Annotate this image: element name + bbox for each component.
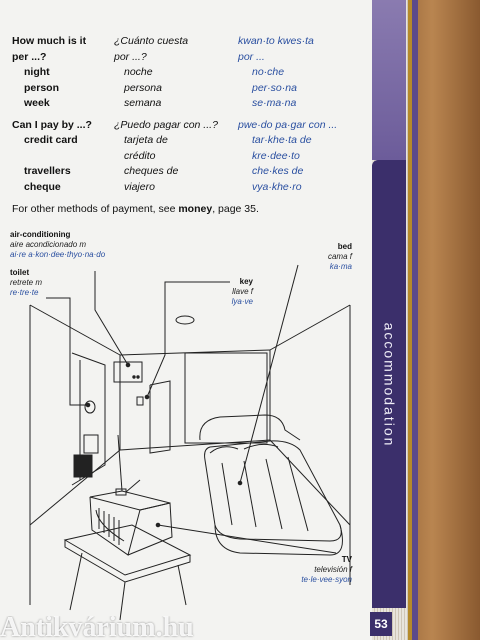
section-tab-title: accommodation	[381, 322, 398, 448]
label-key-pr: lya·ve	[231, 297, 253, 306]
note-link: money	[178, 203, 213, 215]
phrase-row: night noche no·che	[12, 65, 372, 81]
label-bed-pr: ka·ma	[329, 262, 352, 271]
phrase-english: travellers	[24, 165, 71, 177]
note-prefix: For other methods of payment, see	[12, 203, 179, 215]
section-tab	[372, 160, 406, 608]
phrase-english	[12, 149, 114, 165]
phrase-pronunciation: vya·khe·ro	[252, 180, 302, 193]
payment-note: For other methods of payment, see money,…	[12, 203, 259, 215]
phrase-spanish: semana	[124, 97, 162, 109]
phrase-english: How much is it	[12, 35, 87, 47]
note-suffix: , page 35.	[212, 203, 259, 215]
phrase-row: travellers cheques de che·kes de	[12, 164, 372, 180]
label-key-en: key	[239, 277, 253, 286]
phrase-row: How much is it ¿Cuánto cuesta kwan·to kwes…	[12, 34, 372, 50]
phrase-pronunciation: por ...	[238, 50, 265, 63]
room-drawing	[29, 264, 351, 621]
phrase-row: Can I pay by ...? ¿Puedo pagar con ...? pw…	[12, 118, 372, 134]
phrase-english: cheque	[24, 180, 61, 193]
label-aircon-en: air-conditioning	[10, 230, 71, 239]
phrase-spanish: viajero	[124, 180, 155, 193]
phrase-pronunciation: pwe·do pa·gar con ...	[238, 118, 338, 131]
room-illustration: air-conditioning aire acondicionado m ai…	[0, 225, 372, 640]
phrase-pronunciation: no·che	[252, 66, 285, 78]
label-toilet-pr: re·tre·te	[10, 288, 39, 297]
phrase-row: credit card tarjeta de tar·khe·ta de	[12, 133, 372, 149]
label-key-es: llave f	[232, 287, 253, 296]
section-tab-label: accommodation	[372, 170, 406, 600]
page-number: 53	[370, 612, 392, 636]
phrase-row: per ...? por ...? por ...	[12, 50, 372, 66]
phrase-english: week	[24, 97, 50, 109]
label-aircon-pr: ai·re a·kon·dee·thyo·na·do	[10, 250, 106, 259]
phrase-english: person	[24, 81, 60, 94]
label-tv-en: TV	[341, 555, 352, 564]
phrase-english: night	[24, 66, 50, 78]
phrase-english: Can I pay by ...?	[12, 118, 92, 131]
phrase-pronunciation: se·ma·na	[252, 97, 297, 109]
book-page: How much is it ¿Cuánto cuesta kwan·to kwes…	[0, 0, 372, 640]
label-aircon-es: aire acondicionado m	[10, 240, 87, 249]
label-toilet: toilet retrete m re·tre·te	[10, 268, 42, 298]
phrase-row: crédito kre·dee·to	[12, 149, 372, 165]
phrase-spanish: persona	[124, 81, 162, 94]
phrase-english: per ...?	[12, 50, 47, 63]
label-bed: bed cama f ka·ma	[290, 242, 352, 272]
phrase-pronunciation: che·kes de	[252, 165, 304, 177]
section-tab-upper	[372, 0, 406, 160]
phrase-row: person persona per·so·na	[12, 81, 372, 97]
label-bed-es: cama f	[327, 252, 352, 261]
watermark: Antikvárium.hu	[0, 616, 194, 640]
label-tv: TV televisión f te·le·vee·syon	[282, 555, 352, 585]
phrase-spanish: tarjeta de	[124, 134, 168, 146]
label-tv-pr: te·le·vee·syon	[301, 575, 352, 584]
label-toilet-en: toilet	[10, 268, 30, 277]
phrase-english: credit card	[24, 134, 78, 146]
label-key: key llave f lya·ve	[200, 277, 253, 307]
phrase-pronunciation: per·so·na	[252, 81, 297, 94]
phrase-table: How much is it ¿Cuánto cuesta kwan·to kwes…	[12, 34, 372, 195]
label-air-conditioning: air-conditioning aire acondicionado m ai…	[10, 230, 105, 260]
phrase-spanish: crédito	[124, 149, 156, 162]
phrase-row: week semana se·ma·na	[12, 96, 372, 112]
phrase-spanish: ¿Puedo pagar con ...?	[114, 118, 218, 131]
phrase-spanish: por ...?	[114, 50, 147, 63]
phrase-pronunciation: kwan·to kwes·ta	[238, 35, 314, 47]
phrase-pronunciation: tar·khe·ta de	[252, 134, 312, 146]
phrase-pronunciation: kre·dee·to	[252, 149, 300, 162]
edge-stripe-gold	[408, 0, 412, 640]
edge-stripe-purple	[412, 0, 418, 640]
label-bed-en: bed	[337, 242, 352, 251]
phrase-spanish: noche	[124, 66, 153, 78]
phrase-row: cheque viajero vya·khe·ro	[12, 180, 372, 196]
label-toilet-es: retrete m	[10, 278, 43, 287]
phrase-spanish: ¿Cuánto cuesta	[114, 35, 189, 47]
label-tv-es: televisión f	[314, 565, 352, 574]
phrase-spanish: cheques de	[124, 165, 179, 177]
